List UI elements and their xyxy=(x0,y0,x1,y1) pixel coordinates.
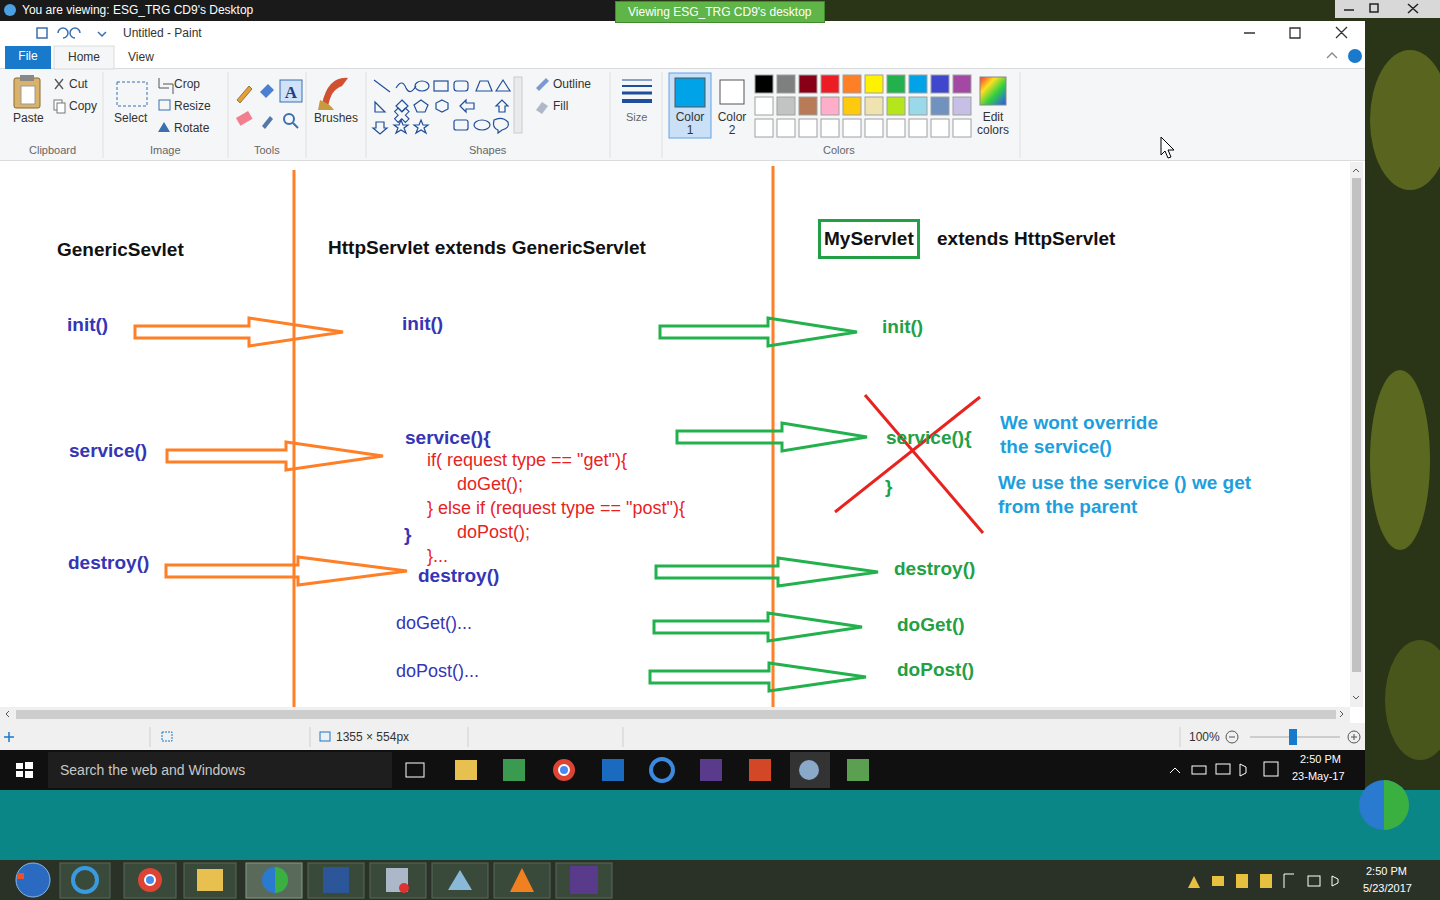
clock-text: 2:50 PM xyxy=(1366,865,1407,878)
outer-taskbar xyxy=(0,860,1440,900)
class-heading: extends HttpServlet xyxy=(937,228,1115,251)
method-name: destroy() xyxy=(418,565,499,588)
ribbon-button: Resize xyxy=(174,99,211,113)
group-label: Colors xyxy=(823,144,855,157)
method-name: destroy() xyxy=(894,558,975,581)
method-name: service(){ xyxy=(405,427,491,450)
ribbon-button: Color 2 xyxy=(715,111,749,137)
status-text: 1355 × 554px xyxy=(336,730,409,744)
ribbon-button: Outline xyxy=(553,77,591,91)
method-name: init() xyxy=(882,316,923,339)
code-brace: } xyxy=(404,524,411,547)
group-label: Clipboard xyxy=(29,144,76,157)
node-text: File xyxy=(15,49,41,63)
ribbon-button: Cut xyxy=(69,77,88,91)
note-text: We wont override the service() xyxy=(1000,411,1190,459)
note-text: We use the service () we get from the pa… xyxy=(998,471,1256,519)
group-label: Image xyxy=(150,144,181,157)
code-line: doGet(); xyxy=(457,474,523,496)
method-name: init() xyxy=(67,314,108,337)
method-name: init() xyxy=(402,313,443,336)
method-name: service(){ xyxy=(886,427,972,450)
viewer-tab: Viewing ESG_TRG CD9's desktop xyxy=(615,1,825,23)
group-label: Tools xyxy=(254,144,280,157)
node-text: Viewing ESG_TRG CD9's desktop xyxy=(628,5,812,19)
ribbon xyxy=(0,68,1365,161)
ribbon-button: Size xyxy=(626,111,647,124)
ribbon-button: Fill xyxy=(553,99,568,113)
file-tab: File xyxy=(5,46,51,69)
method-name: destroy() xyxy=(68,552,149,575)
viewer-buttons xyxy=(1335,0,1440,18)
wallpaper xyxy=(0,0,1440,790)
ribbon-button: Edit colors xyxy=(973,111,1013,137)
canvas xyxy=(0,162,1350,707)
method-name: doPost()... xyxy=(396,661,479,683)
method-name: doGet()... xyxy=(396,613,472,635)
paint-window xyxy=(0,21,1365,750)
status-bar xyxy=(0,723,1365,750)
ribbon-button: Rotate xyxy=(174,121,209,135)
method-name: doGet() xyxy=(897,614,965,637)
code-line: doPost(); xyxy=(457,522,530,544)
ribbon-tab: View xyxy=(128,50,154,64)
inherit-arrows xyxy=(135,318,407,585)
viewer-bar xyxy=(0,0,620,21)
mouse-cursor xyxy=(1161,137,1174,158)
text-tool-icon: A xyxy=(285,83,298,102)
ribbon-button: Paste xyxy=(13,111,44,125)
class-heading: GenericSevlet xyxy=(57,239,184,262)
ribbon-tab: Home xyxy=(68,50,100,64)
code-line: if( request type == "get"){ xyxy=(427,450,627,472)
ribbon-button: Copy xyxy=(69,99,97,113)
window-title: Untitled - Paint xyxy=(123,26,202,40)
color1-selector xyxy=(669,73,711,138)
ribbon-button: Select xyxy=(114,111,147,125)
method-name: doPost() xyxy=(897,659,974,682)
code-brace: } xyxy=(885,476,892,499)
class-box: MyServlet xyxy=(818,219,920,259)
code-line: }... xyxy=(427,546,448,568)
ribbon-button: Color 1 xyxy=(673,111,707,137)
inner-taskbar xyxy=(0,750,1365,790)
clock-text: 5/23/2017 xyxy=(1363,882,1412,895)
ribbon-button: Crop xyxy=(174,77,200,91)
group-label: Shapes xyxy=(469,144,506,157)
status-text: 100% xyxy=(1189,730,1220,744)
cross-out xyxy=(835,395,983,533)
window-title: You are viewing: ESG_TRG CD9's Desktop xyxy=(22,3,253,17)
method-name: service() xyxy=(69,440,147,463)
code-line: } else if (request type == "post"){ xyxy=(427,498,685,520)
ribbon-button: Brushes xyxy=(314,111,358,125)
clock-text: 23-May-17 xyxy=(1292,770,1345,783)
clock-text: 2:50 PM xyxy=(1300,753,1341,766)
column-divider xyxy=(772,166,775,707)
column-divider xyxy=(293,170,296,707)
node-text: MyServlet xyxy=(824,228,914,250)
class-heading: HttpServlet extends GenericServlet xyxy=(328,237,646,260)
search-box-text: Search the web and Windows xyxy=(60,762,245,779)
